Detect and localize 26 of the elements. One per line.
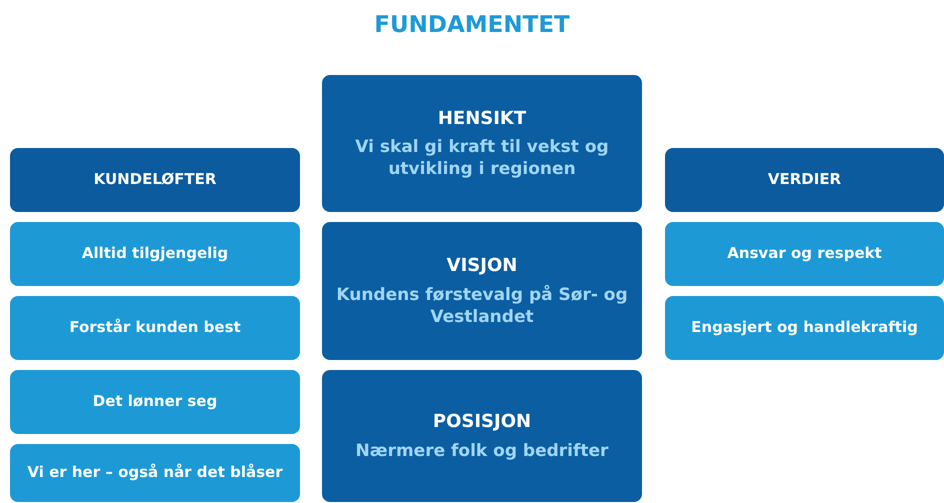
item-box [10, 370, 300, 434]
header-box [10, 148, 300, 212]
pillar-box [322, 75, 642, 212]
box-text: Kundens førstevalg på Sør- og Vestlandet [335, 284, 629, 328]
box-heading: Vi er her – også når det blåser [27, 463, 283, 483]
box-heading: Alltid tilgjengelig [82, 244, 228, 264]
pillar-box [322, 222, 642, 360]
diagram-title: FUNDAMENTET [373, 12, 571, 38]
item-box [10, 444, 300, 502]
box-heading: Det lønner seg [92, 392, 218, 412]
box-heading: Ansvar og respekt [727, 244, 882, 264]
box-heading: POSISJON [432, 410, 532, 434]
box-heading: VISJON [446, 254, 518, 278]
box-text: Nærmere folk og bedrifter [356, 440, 608, 462]
box-heading: Forstår kunden best [69, 318, 241, 338]
item-box [10, 296, 300, 360]
pillar-box [322, 370, 642, 502]
box-heading: KUNDELØFTER [94, 170, 216, 190]
box-heading: Engasjert og handlekraftig [691, 318, 918, 338]
box-heading: HENSIKT [438, 106, 526, 130]
box-heading: VERDIER [768, 170, 842, 190]
item-box [665, 296, 944, 360]
item-box [665, 222, 944, 286]
header-box [665, 148, 944, 212]
item-box [10, 222, 300, 286]
box-text: Vi skal gi kraft til vekst og utvikling i regionen [354, 136, 610, 180]
